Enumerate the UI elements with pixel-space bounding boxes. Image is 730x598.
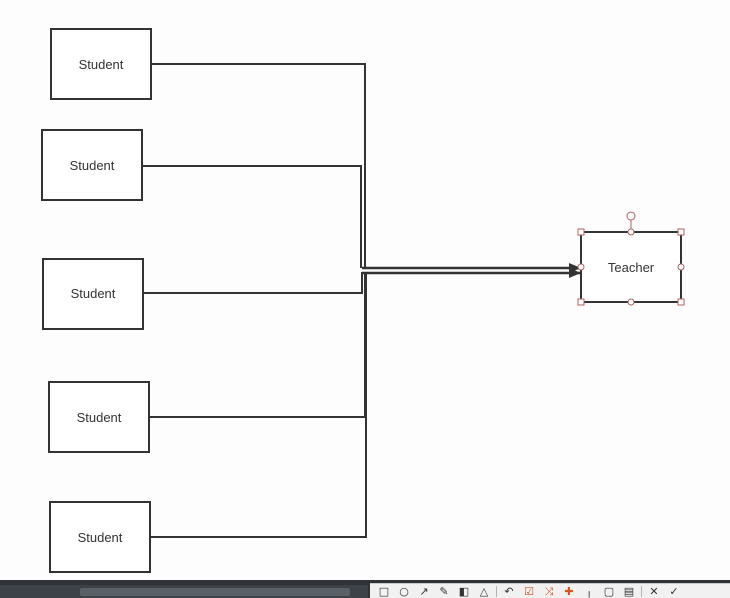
- resize-handle-top-left[interactable]: [577, 228, 585, 236]
- teacher-node[interactable]: Teacher: [577, 211, 685, 306]
- resize-handle-top[interactable]: [627, 228, 635, 236]
- teacher-label: Teacher: [608, 260, 655, 275]
- connector-tool-icon[interactable]: ⤨: [544, 584, 554, 598]
- student-label: Student: [70, 158, 115, 173]
- student-box: [42, 258, 144, 330]
- triangle-tool-icon[interactable]: △: [479, 584, 489, 598]
- arrow-tool-icon[interactable]: ↗: [419, 584, 429, 598]
- connector-student-2[interactable]: [143, 165, 362, 268]
- connector-student-3[interactable]: [144, 272, 363, 294]
- frame-tool-icon[interactable]: ▢: [603, 584, 615, 598]
- diagram-canvas[interactable]: Student Student Student Student Student …: [0, 0, 730, 580]
- student-label: Student: [71, 286, 116, 301]
- ellipse-tool-icon[interactable]: ○: [399, 584, 409, 598]
- connector-student-5[interactable]: [151, 272, 367, 538]
- fill-tool-icon[interactable]: ◧: [458, 584, 470, 598]
- connector-student-1[interactable]: [151, 63, 366, 268]
- student-box: [41, 129, 143, 201]
- connectors: [143, 63, 367, 538]
- note-tool-icon[interactable]: ▤: [623, 584, 635, 598]
- resize-handle-top-right[interactable]: [677, 228, 685, 236]
- toolbar-separator: [641, 585, 642, 597]
- diagram-svg: Student Student Student Student Student …: [41, 28, 685, 573]
- resize-handle-right[interactable]: [677, 263, 685, 271]
- selection-handles: [577, 211, 685, 306]
- student-label: Student: [78, 530, 123, 545]
- line-tool-icon[interactable]: ╷: [585, 584, 593, 598]
- drawing-toolbar: □ ○ ↗ ✎ ◧ △ ↶ ☑ ⤨ ✚ ╷ ▢ ▤ ✕ ✓: [370, 583, 730, 598]
- student-box: [49, 501, 151, 573]
- toolbar-separator: [496, 585, 497, 597]
- student-box: [50, 28, 152, 100]
- resize-handle-left[interactable]: [577, 263, 585, 271]
- close-icon[interactable]: ✕: [649, 584, 659, 598]
- checkbox-tool-icon[interactable]: ☑: [524, 584, 534, 598]
- pencil-tool-icon[interactable]: ✎: [439, 584, 449, 598]
- check-icon[interactable]: ✓: [669, 584, 679, 598]
- student-node[interactable]: Student: [42, 258, 144, 330]
- pin-tool-icon[interactable]: ✚: [564, 584, 574, 598]
- arrows-to-teacher: [362, 263, 581, 278]
- student-node[interactable]: Student: [50, 28, 152, 100]
- resize-handle-bottom-left[interactable]: [577, 298, 585, 306]
- student-label: Student: [77, 410, 122, 425]
- rotate-handle[interactable]: [626, 211, 636, 221]
- horizontal-scrollbar[interactable]: [80, 588, 350, 596]
- undo-icon[interactable]: ↶: [504, 584, 514, 598]
- resize-handle-bottom-right[interactable]: [677, 298, 685, 306]
- rectangle-tool-icon[interactable]: □: [378, 584, 390, 598]
- student-label: Student: [79, 57, 124, 72]
- student-node[interactable]: Student: [49, 501, 151, 573]
- student-box: [48, 381, 150, 453]
- student-node[interactable]: Student: [48, 381, 150, 453]
- student-node[interactable]: Student: [41, 129, 143, 201]
- resize-handle-bottom[interactable]: [627, 298, 635, 306]
